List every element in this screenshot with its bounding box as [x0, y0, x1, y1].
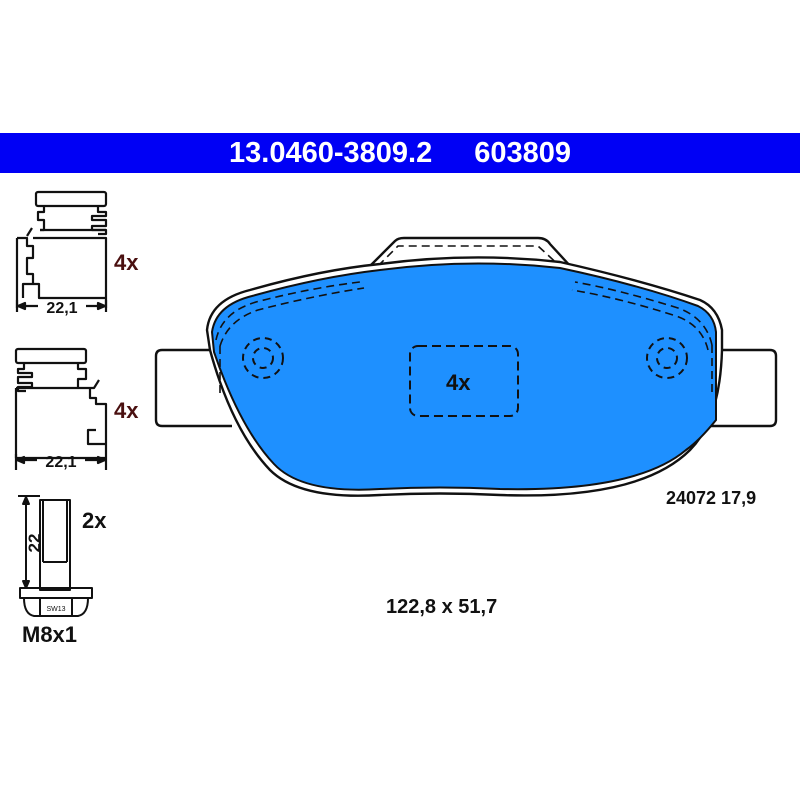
- part-number-banner: 13.0460-3809.2 603809: [0, 133, 800, 173]
- brake-pad-icon: [154, 236, 778, 497]
- clip-bottom-width: 22,1: [45, 454, 76, 471]
- pad-reference: 24072 17,9: [666, 488, 757, 508]
- clip-bottom-icon: [14, 347, 108, 470]
- center-dashed-box: [409, 345, 519, 417]
- bolt-length: 22: [25, 534, 44, 553]
- hole-left-icon: [242, 337, 284, 379]
- bolt-thread: M8x1: [22, 622, 78, 647]
- clip-top-icon: [15, 190, 108, 312]
- clip-top-quantity: 4x: [114, 250, 139, 275]
- clip-bottom-quantity: 4x: [114, 398, 139, 423]
- bolt-icon: [18, 495, 93, 617]
- pad-dimensions: 122,8 x 51,7: [386, 596, 498, 618]
- short-number: 603809: [474, 136, 571, 169]
- bolt-wrench-size: SW13: [46, 606, 65, 613]
- part-number: 13.0460-3809.2: [229, 136, 433, 169]
- clip-top-width: 22,1: [46, 300, 77, 317]
- bolt-quantity: 2x: [82, 508, 107, 533]
- pad-center-quantity: 4x: [446, 370, 471, 395]
- hole-right-icon: [646, 337, 688, 379]
